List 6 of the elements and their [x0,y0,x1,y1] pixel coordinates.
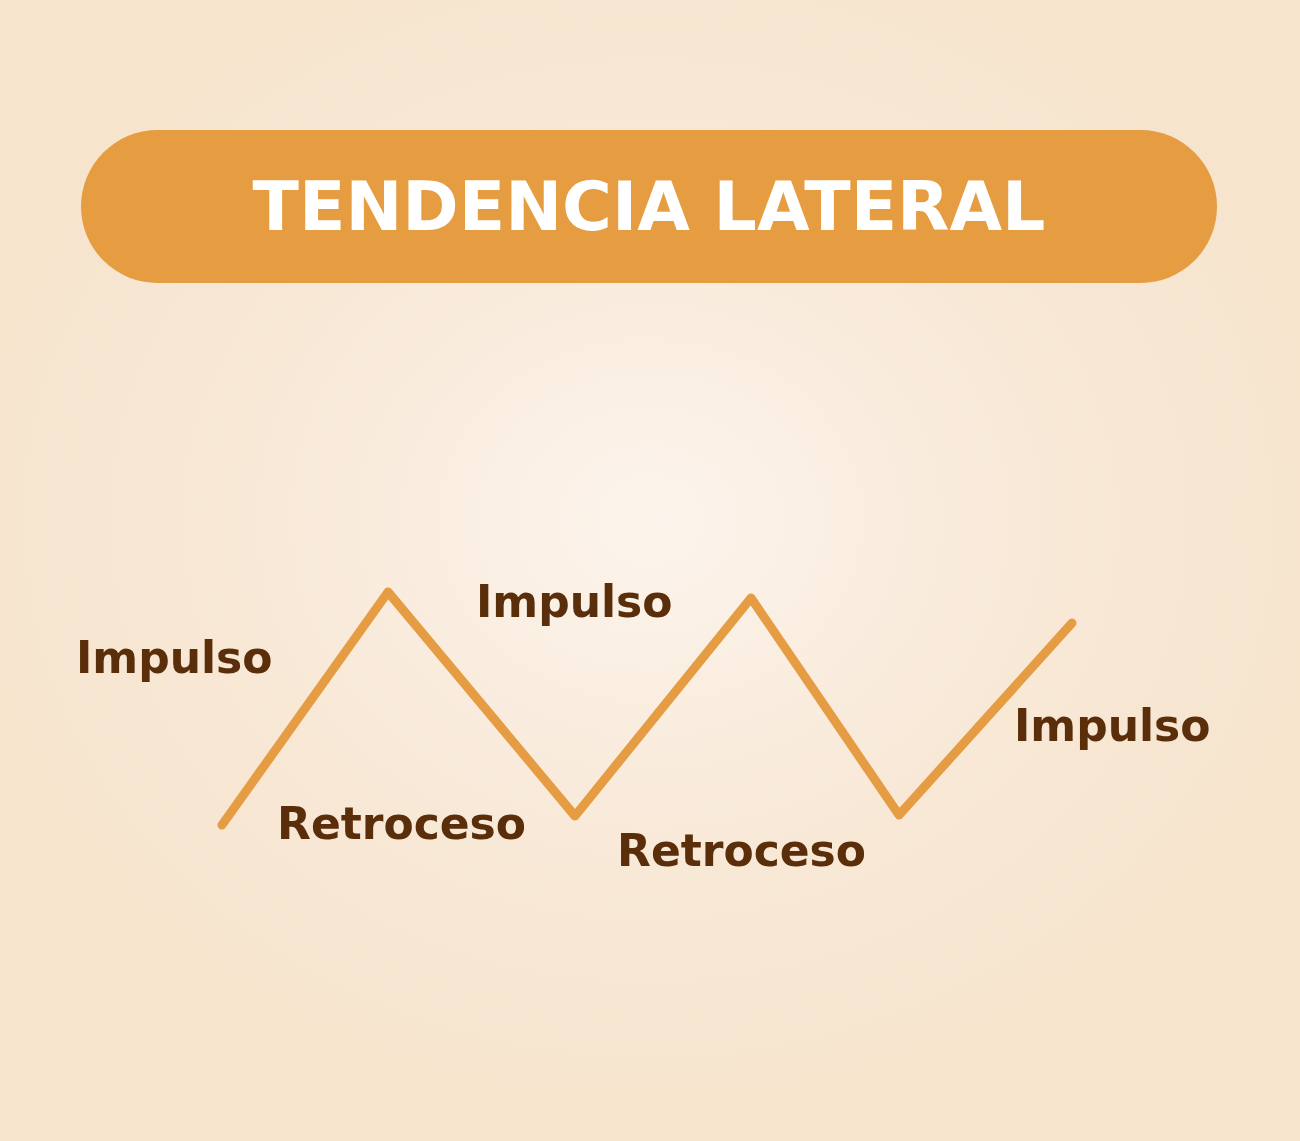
title: TENDENCIA LATERAL [252,167,1046,246]
phase-label: Retroceso [277,802,527,846]
phase-label: Retroceso [617,829,867,873]
phase-label: Impulso [476,580,673,624]
phase-label: Impulso [76,636,273,680]
phase-label: Impulso [1014,704,1211,748]
